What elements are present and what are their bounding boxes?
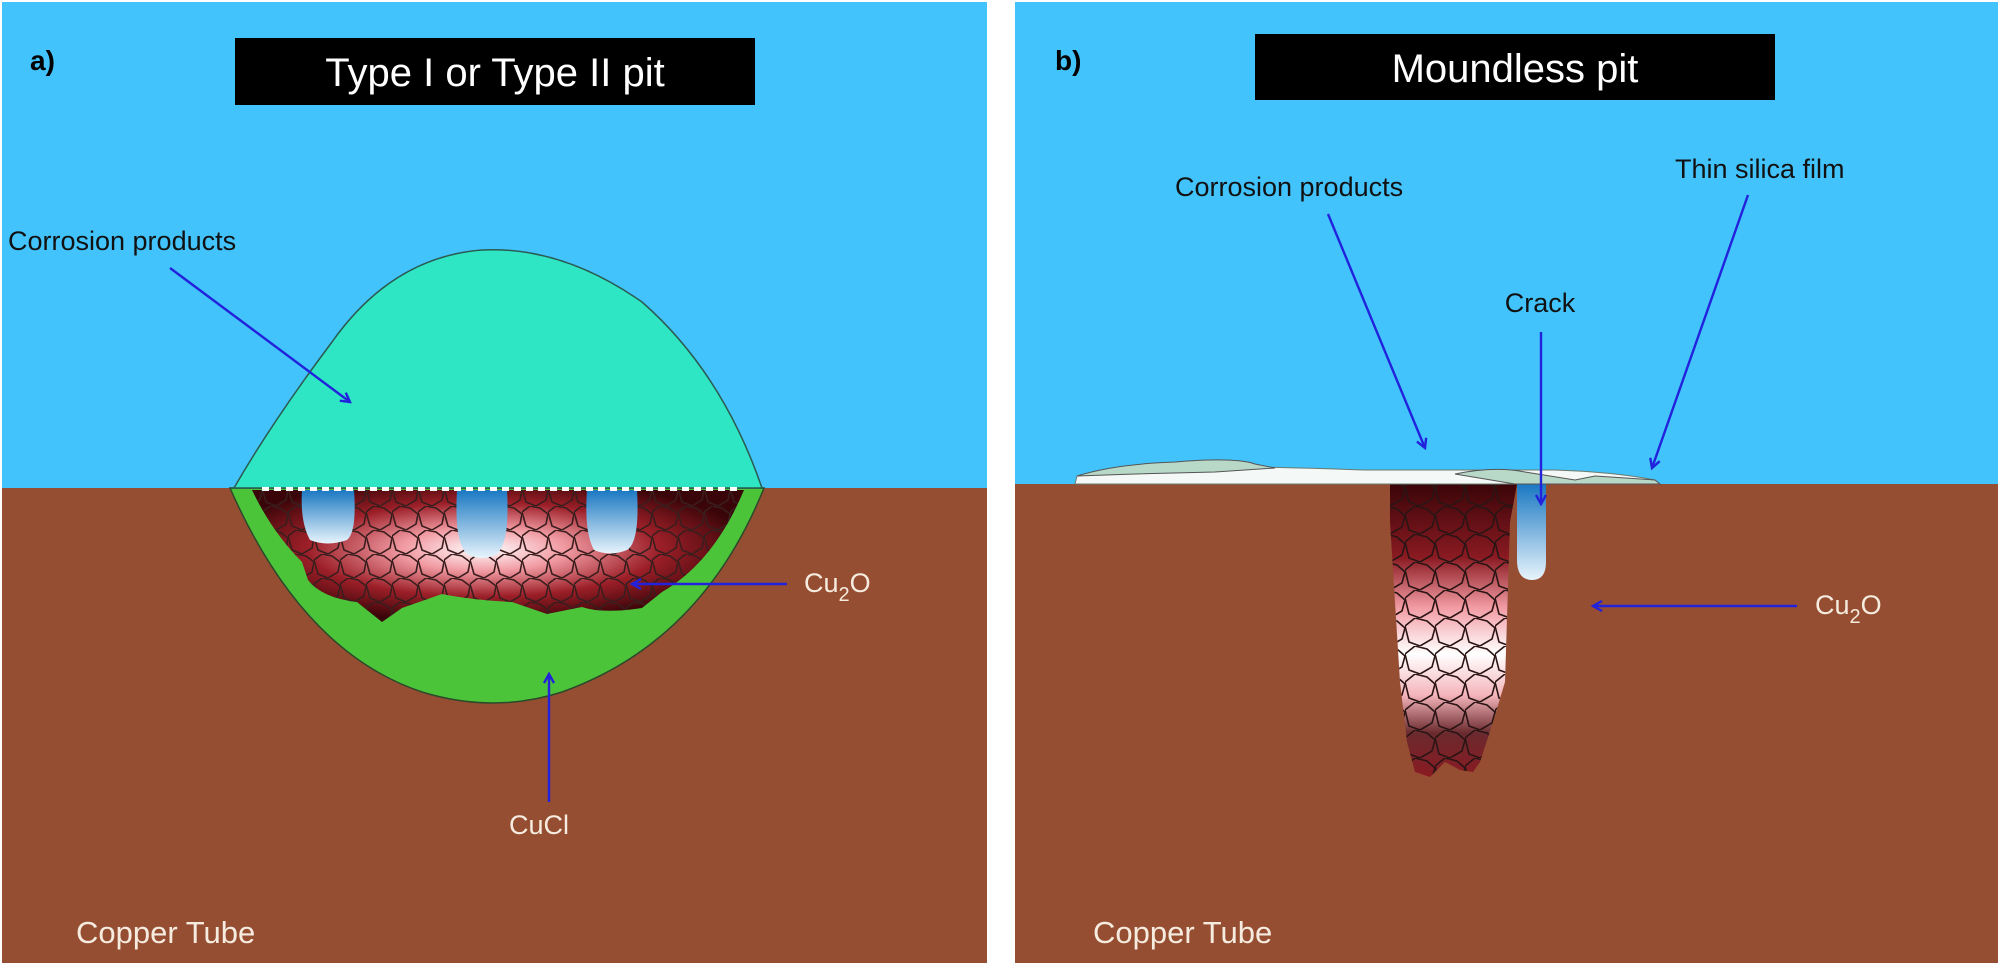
panel-b-diagram: Moundless pit b) Corrosion products Thin… [1015, 2, 1998, 963]
label-corrosion-products: Corrosion products [1175, 172, 1403, 202]
cu2o-grain-boundaries [1390, 484, 1517, 777]
panel-a-diagram: Type I or Type II pit a) Corrosion produ… [2, 2, 987, 963]
label-thin-silica-film: Thin silica film [1675, 154, 1845, 184]
cavity-center [456, 490, 508, 558]
arrow-thin-silica-film [1652, 194, 1750, 468]
label-cu2o: Cu2O [804, 568, 871, 606]
title-box [235, 38, 755, 105]
cavity-left [301, 490, 355, 544]
crack [1517, 484, 1546, 580]
panel-b-moundless-pit: Moundless pit b) Corrosion products Thin… [1015, 2, 1998, 963]
panel-letter: b) [1055, 45, 1081, 76]
label-crack: Crack [1505, 288, 1576, 318]
panel-title: Type I or Type II pit [325, 51, 664, 95]
arrow-corrosion-products [1326, 213, 1425, 448]
corrosion-products-deposit [1076, 459, 1276, 477]
label-corrosion-products: Corrosion products [8, 226, 236, 256]
label-copper-tube: Copper Tube [1093, 915, 1272, 950]
label-cu2o: Cu2O [1815, 590, 1882, 628]
panel-title: Moundless pit [1392, 47, 1639, 91]
title-box [1255, 34, 1775, 100]
arrow-corrosion-products [169, 267, 350, 402]
corrosion-products-mound [232, 248, 764, 489]
cavity-right [586, 490, 638, 554]
label-copper-tube: Copper Tube [76, 915, 255, 950]
panel-letter: a) [30, 45, 55, 76]
corrosion-products-deposit-right [1454, 468, 1662, 485]
label-cucl: CuCl [509, 810, 569, 840]
panel-a-type-i-ii-pit: Type I or Type II pit a) Corrosion produ… [2, 2, 987, 963]
